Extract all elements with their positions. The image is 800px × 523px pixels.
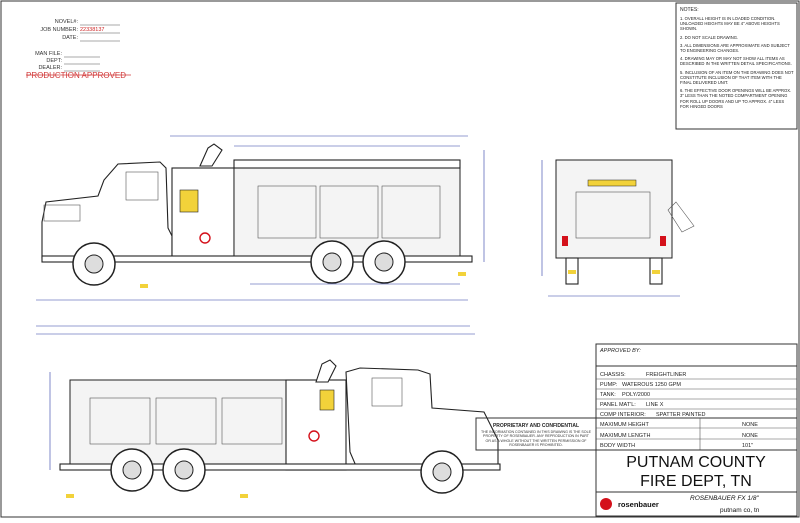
customer-line-1: PUTNAM COUNTY bbox=[626, 454, 766, 471]
spec-panel-value: LINE X bbox=[646, 402, 664, 408]
deck-gun-lower-icon bbox=[315, 359, 337, 383]
man-file-label: MAN FILE: bbox=[35, 51, 62, 57]
cab-window-lower bbox=[371, 377, 403, 407]
tail-light-left bbox=[562, 236, 568, 246]
compartment-2 bbox=[319, 185, 379, 239]
proprietary-box bbox=[475, 417, 597, 451]
note-item: 5. INCLUSION OF AN ITEM ON THE DRAWING D… bbox=[680, 69, 794, 86]
max-length-value: NONE bbox=[742, 433, 758, 439]
note-item: 2. DO NOT SCALE DRAWING. bbox=[680, 34, 739, 40]
discharge-gauge-icon bbox=[199, 232, 211, 244]
pump-panel-lower bbox=[285, 379, 347, 471]
job-number-value: 22338137 bbox=[80, 27, 104, 33]
note-item: 6. THE EFFECTIVE DOOR OPENINGS WILL BE A… bbox=[680, 88, 792, 109]
chassis-rail-lower bbox=[59, 463, 501, 471]
brand-logo-text: rosenbauer bbox=[618, 500, 659, 509]
spec-tank-value: POLY/2000 bbox=[622, 392, 650, 398]
notes-block: NOTES: bbox=[675, 2, 798, 130]
compartment-1 bbox=[257, 185, 317, 239]
tail-light-right bbox=[660, 236, 666, 246]
header-block: NOVEL#: JOB NUMBER: 22338137 DATE: MAN F… bbox=[26, 19, 131, 80]
proprietary-title: PROPRIETARY AND CONFIDENTIAL bbox=[493, 423, 579, 429]
gauge-lower-icon bbox=[308, 430, 320, 442]
grille bbox=[43, 204, 81, 222]
hose-bed-rail bbox=[233, 159, 461, 169]
rosenbauer-logo-icon bbox=[600, 498, 612, 510]
note-item: 1. OVERALL HEIGHT IS IN LOADED CONDITION… bbox=[680, 16, 780, 32]
dealer-label: DEALER: bbox=[38, 65, 62, 71]
cab-window bbox=[125, 171, 159, 201]
cab-lower bbox=[345, 367, 499, 467]
brand-model: ROSENBAUER FX 1/8" bbox=[690, 495, 759, 502]
side-view-driver bbox=[36, 135, 485, 335]
rear-body bbox=[555, 159, 673, 259]
body-box bbox=[233, 165, 461, 263]
spec-chassis-value: FREIGHTLINER bbox=[646, 372, 686, 378]
date-label: DATE: bbox=[62, 35, 78, 41]
notes-title: NOTES: bbox=[680, 7, 699, 13]
yellow-tank-marker bbox=[179, 189, 199, 213]
novel-label: NOVEL#: bbox=[55, 19, 79, 25]
deck-gun-icon bbox=[199, 143, 223, 167]
approved-by-label: APPROVED BY: bbox=[599, 348, 641, 354]
rear-compartment bbox=[575, 191, 651, 239]
compartment-lower-3 bbox=[221, 397, 283, 445]
compartment-lower-2 bbox=[155, 397, 217, 445]
compartment-3 bbox=[381, 185, 441, 239]
chassis-rail bbox=[41, 255, 473, 263]
spec-pump-value: WATEROUS 1250 GPM bbox=[622, 382, 681, 388]
job-number-label: JOB NUMBER: bbox=[40, 27, 78, 33]
customer-line-2: FIRE DEPT, TN bbox=[640, 473, 752, 490]
cab-outline bbox=[41, 161, 173, 259]
pump-panel bbox=[171, 167, 235, 261]
rear-view bbox=[541, 159, 695, 297]
max-length-label: MAXIMUM LENGTH bbox=[600, 433, 650, 439]
side-view-officer bbox=[49, 359, 501, 498]
note-item: 3. ALL DIMENSIONS ARE APPROXIMATE AND SU… bbox=[680, 42, 790, 54]
body-width-label: BODY WIDTH bbox=[600, 443, 635, 449]
ladder-rack bbox=[667, 201, 695, 233]
note-item: 4. DRAWING MAY OR MAY NOT SHOW ALL ITEMS… bbox=[680, 56, 792, 67]
brand-strip bbox=[595, 491, 798, 517]
notes-list: 1. OVERALL HEIGHT IS IN LOADED CONDITION… bbox=[680, 16, 794, 112]
proprietary-text: THE INFORMATION CONTAINED IN THIS DRAWIN… bbox=[480, 430, 591, 448]
compartment-lower-1 bbox=[89, 397, 151, 445]
production-approved-stamp: PRODUCTION APPROVED bbox=[26, 71, 126, 80]
spec-pump-label: PUMP: bbox=[600, 382, 618, 388]
spec-interior-value: SPATTER PAINTED bbox=[656, 412, 706, 418]
brand-footer: putnam co, tn bbox=[720, 507, 760, 514]
rear-scene-light bbox=[458, 272, 466, 276]
spec-chassis-label: CHASSIS: bbox=[600, 372, 626, 378]
dept-label: DEPT: bbox=[46, 58, 62, 64]
max-height-value: NONE bbox=[742, 422, 758, 428]
body-width-value: 101" bbox=[742, 443, 753, 449]
spec-rows: CHASSIS: FREIGHTLINER PUMP: WATEROUS 125… bbox=[596, 372, 797, 418]
max-height-label: MAXIMUM HEIGHT bbox=[600, 422, 650, 428]
spec-tank-label: TANK: bbox=[600, 392, 616, 398]
scene-light bbox=[140, 284, 148, 288]
title-block: APPROVED BY: CHASSIS: FREIGHTLINER PUMP:… bbox=[475, 343, 798, 517]
spec-interior-label: COMP INTERIOR: bbox=[600, 412, 646, 418]
spec-panel-label: PANEL MAT'L: bbox=[600, 402, 636, 408]
rear-light-bar bbox=[587, 179, 637, 187]
